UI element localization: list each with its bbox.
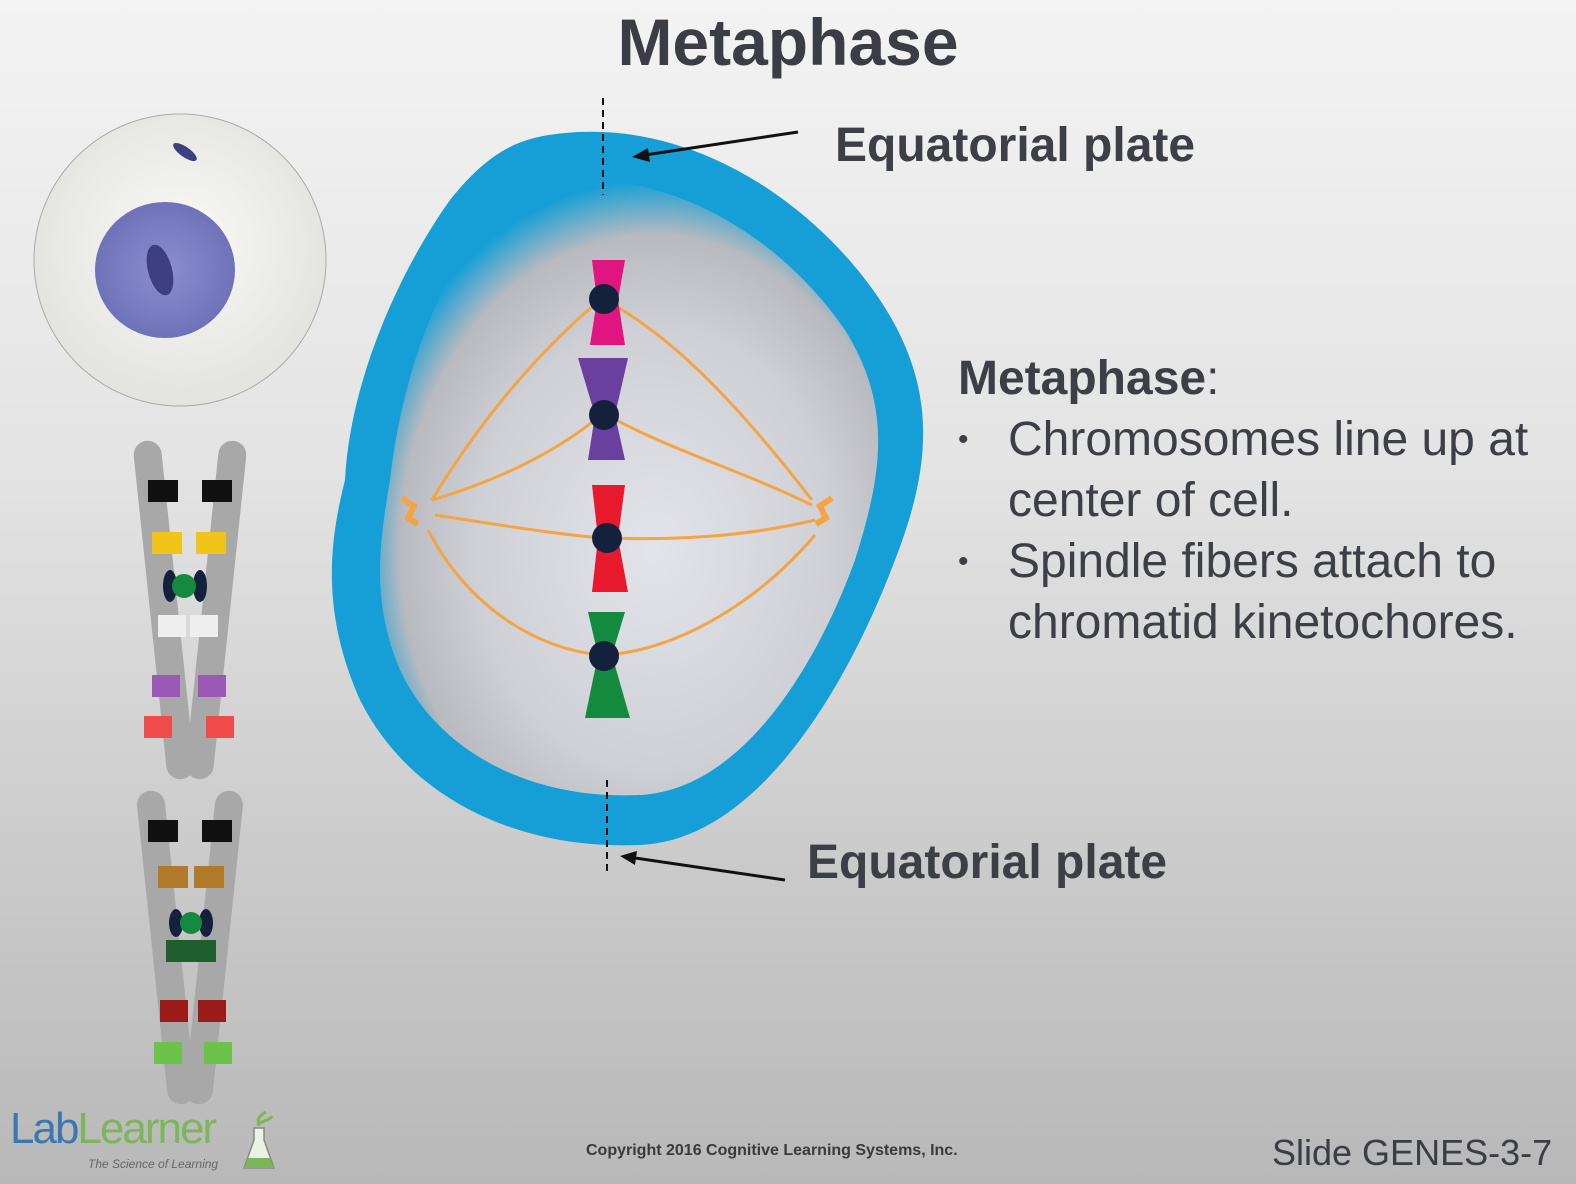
centrosome-left: [400, 495, 420, 527]
bullet-item: Spindle fibers attach to chromatid kinet…: [958, 531, 1558, 653]
cell-membrane: [331, 131, 924, 846]
chromosome-top: [133, 440, 247, 780]
metaphase-description: Metaphase: Chromosomes line up at center…: [958, 348, 1558, 653]
arrowhead-top: [632, 148, 650, 162]
copyright-text: Copyright 2016 Cognitive Learning System…: [586, 1142, 958, 1159]
cell-micrograph: [33, 113, 327, 407]
heading-colon: :: [1206, 352, 1220, 405]
logo-tagline: The Science of Learning: [88, 1157, 219, 1171]
logo-learner: Learner: [77, 1104, 217, 1153]
chromosome-bottom: [137, 790, 243, 1105]
centrosome-right: [814, 495, 834, 527]
arrowhead-bottom: [620, 851, 637, 865]
chromosome-illustrations: [133, 440, 247, 1105]
logo-wordmark: LabLearner: [10, 1104, 217, 1153]
bullet-item: Chromosomes line up at center of cell.: [958, 409, 1558, 531]
chromosome-green: [585, 612, 630, 718]
chromosome-magenta: [589, 260, 625, 345]
spindle-fibers: [426, 298, 817, 657]
lablearner-logo: LabLearner The Science of Learning: [10, 1106, 280, 1180]
flask-icon: [242, 1110, 276, 1169]
slide-number: Slide GENES-3-7: [1272, 1132, 1553, 1173]
equatorial-plate-label-top: Equatorial plate: [835, 119, 1196, 172]
logo-lab: Lab: [10, 1104, 79, 1153]
chromosome-purple: [578, 358, 628, 460]
description-heading: Metaphase: [958, 352, 1207, 405]
arrow-bottom: [634, 856, 786, 882]
cytoplasm: [380, 179, 879, 796]
equatorial-plate-label-bottom: Equatorial plate: [807, 836, 1168, 889]
arrow-top: [644, 130, 799, 157]
slide-title: Metaphase: [617, 5, 959, 79]
chromosome-red: [592, 485, 628, 592]
